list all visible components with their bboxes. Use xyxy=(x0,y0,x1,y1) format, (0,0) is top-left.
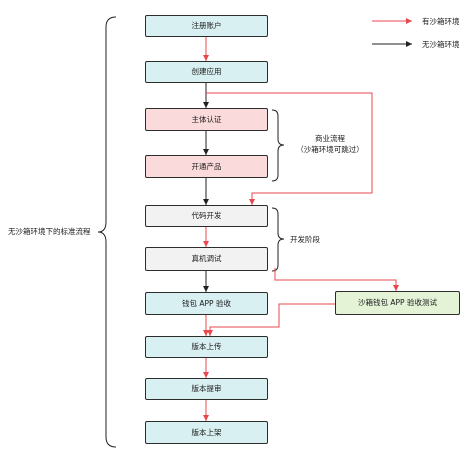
node-version-submit: 版本提审 xyxy=(145,378,268,400)
node-register: 注册账户 xyxy=(145,15,268,37)
node-version-release: 版本上架 xyxy=(145,421,268,444)
node-device-debug: 真机调试 xyxy=(145,247,268,271)
standard-flow-label: 无沙箱环境下的标准流程 xyxy=(8,227,91,236)
business-brace xyxy=(271,109,285,182)
node-activate-product: 开通产品 xyxy=(145,155,268,178)
arrow-skip-business-flow xyxy=(206,92,373,205)
business-flow-line2: （沙箱环境可跳过） xyxy=(296,145,364,154)
node-code-dev: 代码开发 xyxy=(145,205,268,227)
legend-red-label: 有沙箱环境 xyxy=(422,17,460,26)
node-entity-auth: 主体认证 xyxy=(145,108,268,131)
node-create-app: 创建应用 xyxy=(145,61,268,83)
node-version-upload: 版本上传 xyxy=(145,336,268,358)
dev-brace xyxy=(271,207,285,272)
left-brace xyxy=(97,16,117,448)
arrow-debug-to-sandbox-test xyxy=(274,268,399,291)
dev-phase-label: 开发阶段 xyxy=(290,235,320,244)
arrow-sandbox-test-to-upload xyxy=(207,303,335,336)
business-flow-line1: 商业流程 xyxy=(315,134,345,143)
node-sandbox-wallet-test: 沙箱钱包 APP 验收测试 xyxy=(335,291,460,315)
business-flow-label: 商业流程 （沙箱环境可跳过） xyxy=(290,133,370,155)
legend-black-label: 无沙箱环境 xyxy=(422,40,460,49)
node-wallet-app-check: 钱包 APP 验收 xyxy=(145,292,268,315)
